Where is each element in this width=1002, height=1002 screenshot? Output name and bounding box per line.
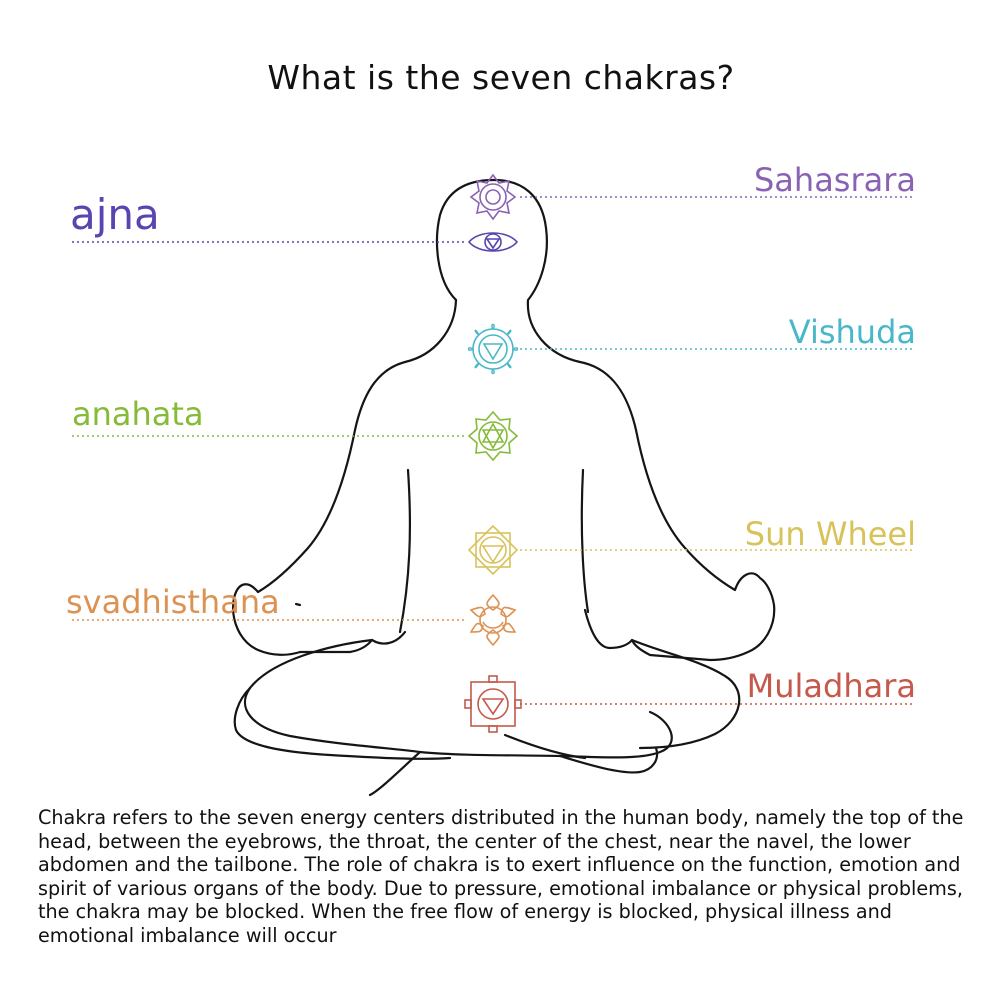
lotus-crown-icon: [469, 173, 517, 221]
label-anahata: anahata: [72, 395, 204, 433]
meditating-body-outline: [232, 178, 776, 797]
throat-lotus-icon: [467, 323, 519, 375]
third-eye-icon: [467, 232, 519, 252]
label-muladhara: Muladhara: [746, 667, 916, 705]
label-ajna: ajna: [70, 190, 160, 239]
page-title: What is the seven chakras?: [267, 58, 735, 97]
label-sahasrara: Sahasrara: [753, 161, 916, 199]
root-square-icon: [464, 675, 522, 733]
sacral-lotus-icon: [469, 593, 517, 647]
solar-plexus-icon: [467, 524, 519, 576]
description-paragraph: Chakra refers to the seven energy center…: [38, 806, 964, 947]
label-vishuda: Vishuda: [788, 313, 916, 351]
label-sun-wheel: Sun Wheel: [744, 515, 916, 553]
heart-hexagram-icon: [467, 410, 519, 462]
label-svadhisthana: svadhisthana: [66, 583, 280, 621]
leader-lines: [72, 196, 915, 705]
